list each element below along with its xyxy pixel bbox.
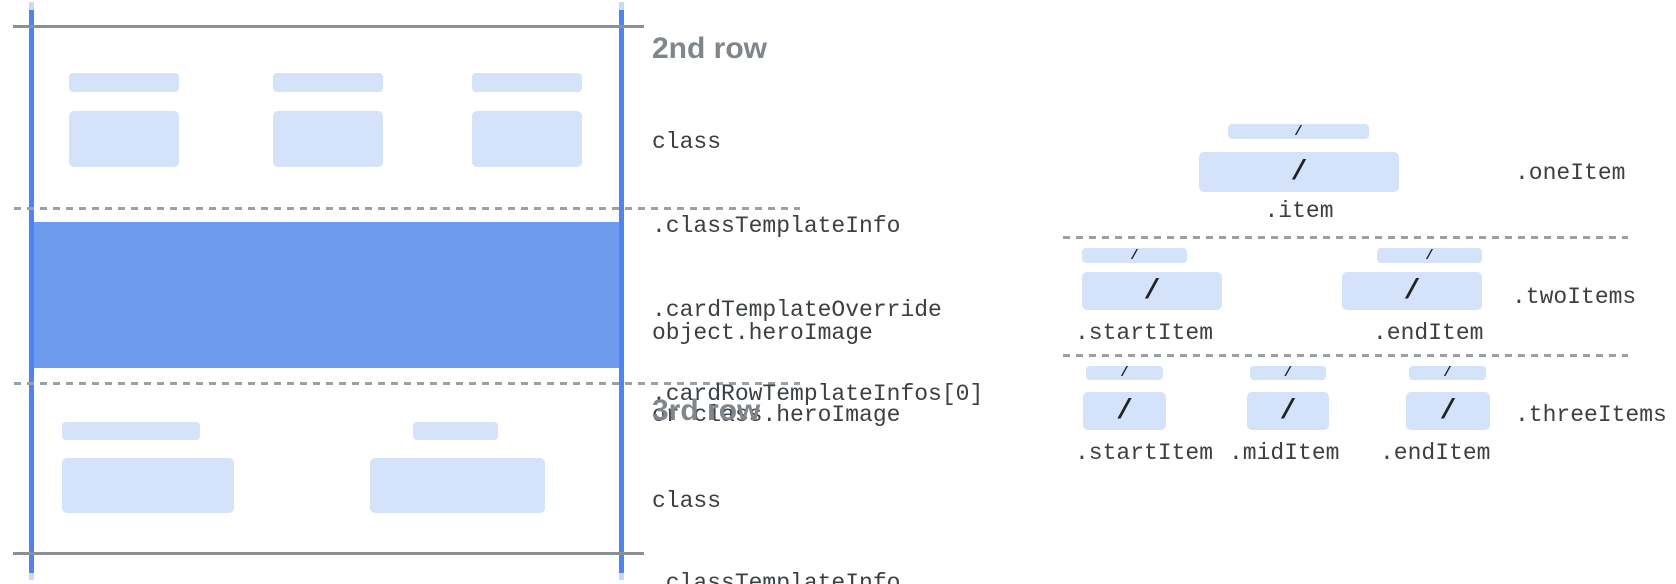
two-items-layout-label: .twoItems (1512, 284, 1637, 310)
row3-item1-value-placeholder (62, 458, 234, 513)
row2-item2-value-placeholder (273, 111, 383, 167)
card-top-edge-line (13, 25, 644, 28)
row2-code-line: class (652, 129, 722, 155)
slash-glyph: / (1279, 395, 1297, 427)
card-bottom-edge-line (13, 552, 644, 555)
three-items-start-value-bar: / (1083, 392, 1166, 430)
slash-glyph: / (1403, 275, 1421, 307)
one-item-item-label: .item (1264, 198, 1334, 224)
one-item-label-bar: / (1228, 123, 1369, 140)
row2-heading: 2nd row (652, 32, 768, 65)
row3-item2-value-placeholder (370, 458, 545, 513)
row3-code-line: .classTemplateInfo (652, 570, 901, 584)
two-items-end-value-bar: / (1342, 272, 1482, 310)
card-left-guide-line (29, 2, 34, 580)
hero-image-placeholder (34, 222, 619, 368)
slash-glyph: / (1283, 365, 1293, 381)
three-items-start-label-bar: / (1086, 365, 1163, 381)
row2-code-line: .cardTemplateOverride (652, 297, 942, 323)
slash-glyph: / (1443, 365, 1452, 381)
row2-hero-divider-dashed-line (14, 207, 800, 210)
three-items-mid-item-label: .midItem (1229, 440, 1340, 466)
row2-item2-label-placeholder (273, 73, 383, 92)
row2-item1-value-placeholder (69, 111, 179, 167)
card-right-guide-line (619, 2, 624, 580)
two-items-start-item-label: .startItem (1075, 320, 1214, 346)
two-items-end-label-bar: / (1377, 247, 1482, 264)
one-item-layout-label: .oneItem (1515, 160, 1626, 186)
row3-code-path: class .classTemplateInfo .cardTemplateOv… (652, 436, 983, 584)
hero-code-line: object.heroImage (652, 320, 873, 346)
two-three-divider-dashed-line (1063, 354, 1628, 357)
row3-item2-label-placeholder (413, 422, 498, 440)
three-items-start-item-label: .startItem (1075, 440, 1214, 466)
slash-glyph: / (1143, 275, 1161, 307)
three-items-mid-label-bar: / (1250, 365, 1326, 381)
slash-glyph: / (1294, 123, 1303, 140)
three-items-end-item-label: .endItem (1380, 440, 1491, 466)
hero-row3-divider-dashed-line (14, 382, 800, 385)
slash-glyph: / (1290, 156, 1308, 188)
three-items-end-label-bar: / (1409, 365, 1486, 381)
slash-glyph: / (1439, 395, 1457, 427)
row2-code-path: class .classTemplateInfo .cardTemplateOv… (652, 77, 983, 465)
row2-item3-label-placeholder (472, 73, 582, 92)
one-item-value-bar: / (1199, 152, 1399, 192)
hero-code-line: or class.heroImage (652, 402, 901, 428)
slash-glyph: / (1130, 247, 1139, 264)
three-items-mid-value-bar: / (1247, 392, 1329, 430)
row2-item3-value-placeholder (472, 111, 582, 167)
three-items-layout-label: .threeItems (1515, 402, 1667, 428)
three-items-end-value-bar: / (1406, 392, 1490, 430)
one-two-divider-dashed-line (1063, 236, 1628, 239)
slash-glyph: / (1425, 247, 1434, 264)
row3-code-line: class (652, 488, 722, 514)
row2-code-line: .cardRowTemplateInfos[0] (652, 381, 984, 407)
row2-code-line: .classTemplateInfo (652, 213, 901, 239)
slash-glyph: / (1116, 395, 1133, 427)
hero-code-path: object.heroImage or class.heroImage (652, 268, 900, 484)
row2-item1-label-placeholder (69, 73, 179, 92)
slash-glyph: / (1120, 365, 1129, 381)
row3-heading: 3rd row (652, 394, 761, 427)
row3-item1-label-placeholder (62, 422, 200, 440)
two-items-end-item-label: .endItem (1373, 320, 1484, 346)
two-items-start-label-bar: / (1082, 247, 1187, 264)
two-items-start-value-bar: / (1082, 272, 1222, 310)
